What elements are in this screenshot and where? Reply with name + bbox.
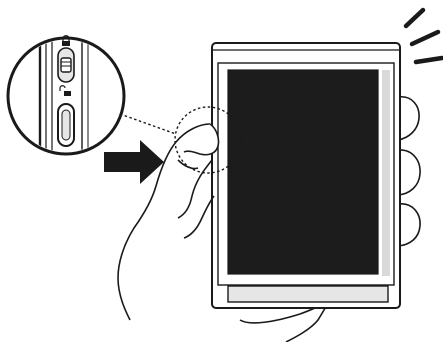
arrow-right-icon [104,140,164,184]
fingers-right [397,96,421,247]
callout-connector [119,113,177,135]
unlock-icon [59,85,71,96]
switch-highlight [174,106,242,174]
callout-magnifier [6,35,126,156]
device-bottom-key [227,285,389,303]
motion-lines-icon [403,7,443,65]
device [211,42,401,309]
hand-left [117,123,220,321]
lock-icon [62,35,70,46]
device-screen [227,69,379,275]
